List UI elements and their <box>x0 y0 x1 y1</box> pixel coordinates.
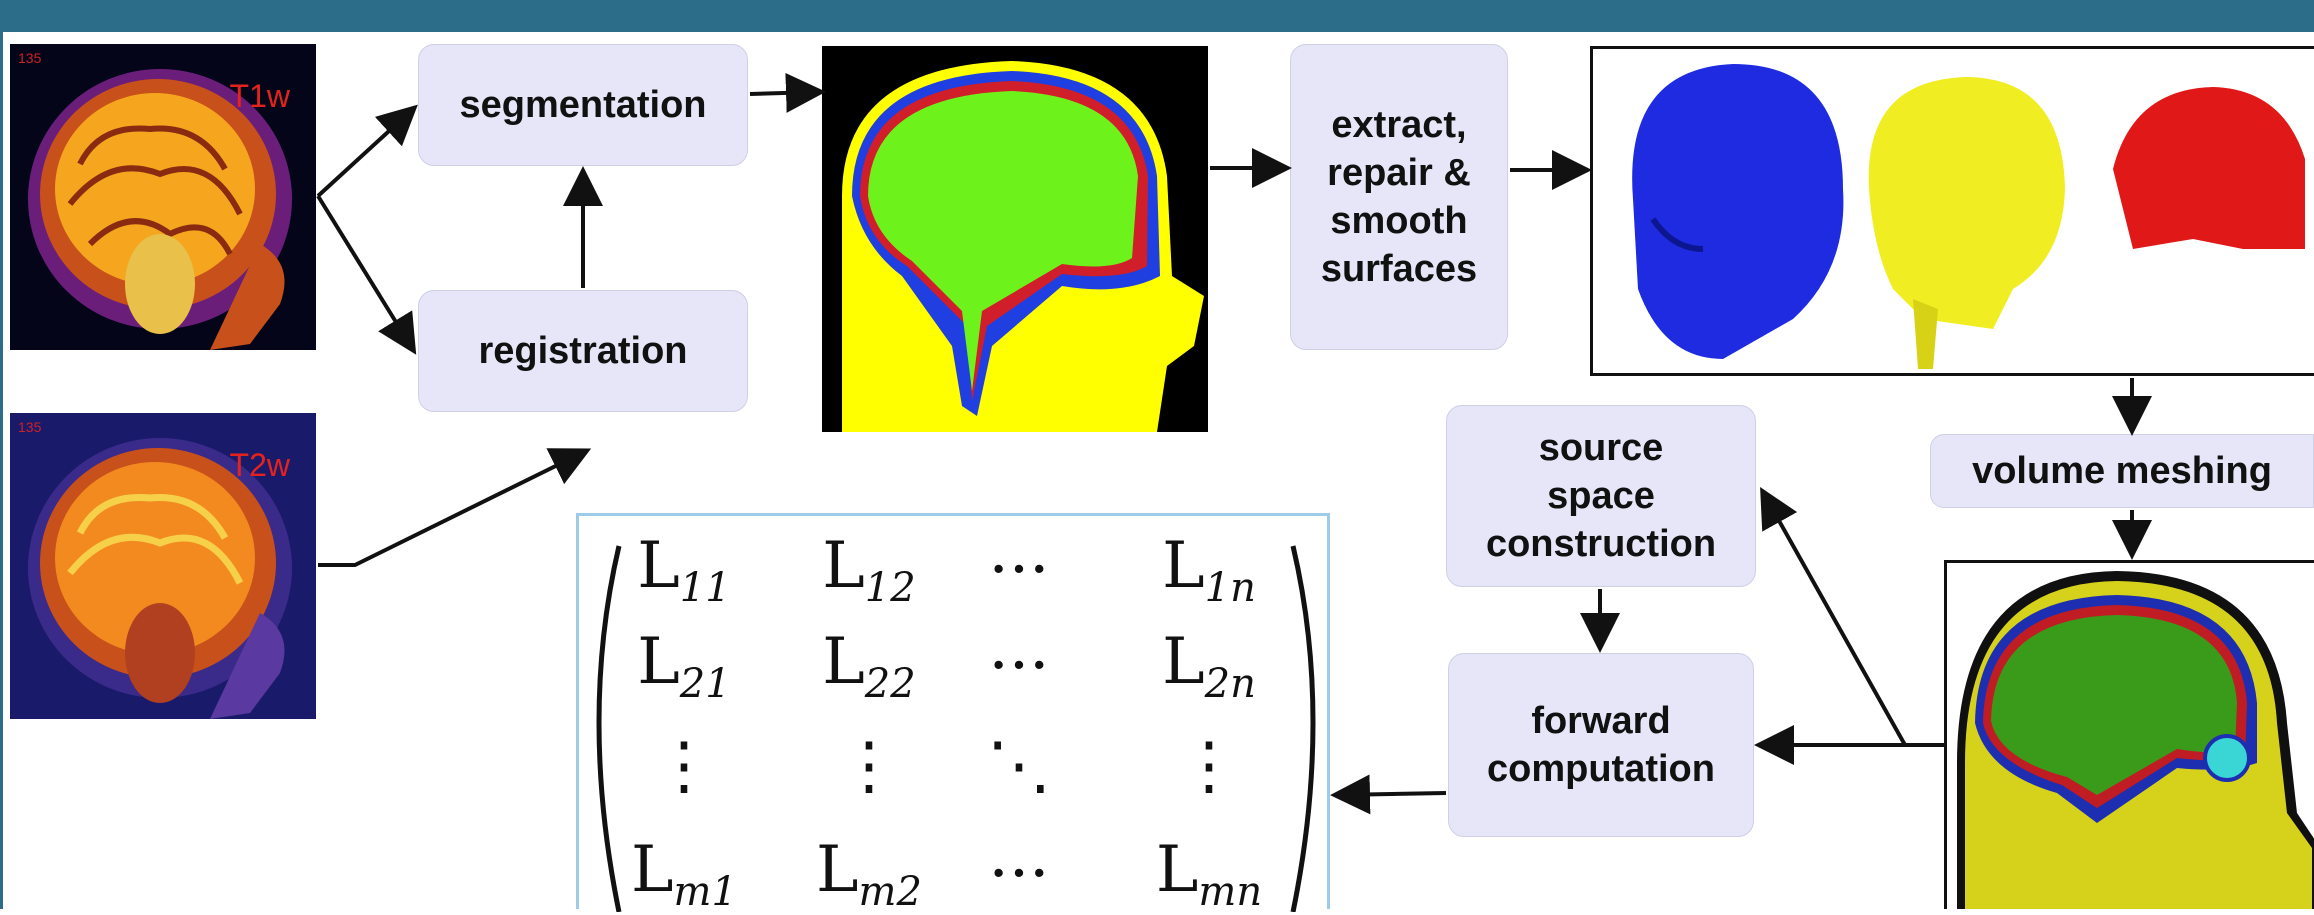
matrix-cell-subscript: 1n <box>1204 564 1256 611</box>
matrix-cell-base: ⋮ <box>652 729 716 803</box>
matrix-cell-r2-c2: L22 <box>822 625 915 707</box>
matrix-cell-base: L <box>822 625 865 700</box>
matrix-cell-r3-c2: ⋮ <box>837 729 901 803</box>
matrix-cell-r2-c3: ··· <box>988 629 1049 703</box>
segmentation-graphic <box>842 61 1204 432</box>
matrix-cell-r4-c2: Lm2 <box>816 833 922 915</box>
t2w-label: T2w <box>229 447 290 483</box>
t1w-label: T1w <box>229 78 290 114</box>
matrix-cell-r1-c1: L11 <box>637 529 730 611</box>
matrix-cell-base: ⋱ <box>987 729 1051 803</box>
matrix-cell-subscript: 2n <box>1204 660 1256 707</box>
matrix-cell-subscript: m1 <box>673 868 737 915</box>
matrix-cell-r2-c1: L21 <box>637 625 730 707</box>
source-space-label: source space construction <box>1486 424 1716 568</box>
matrix-cell-base: L <box>1162 625 1205 700</box>
arrow-t1w-to-registration <box>316 194 417 355</box>
matrix-cell-base: L <box>822 529 865 604</box>
extract-line-2: repair & <box>1327 152 1471 194</box>
matrix-cell-subscript: 22 <box>864 660 916 707</box>
t2w-mri-image: 135 T2w <box>10 413 316 719</box>
matrix-cell-base: L <box>1155 833 1199 908</box>
header-bar <box>0 0 2314 32</box>
matrix-cell-subscript: 12 <box>864 564 916 611</box>
extract-line-1: extract, <box>1331 104 1467 146</box>
matrix-cell-r4-c3: ··· <box>988 837 1049 911</box>
forward-label: forward computation <box>1487 697 1715 793</box>
segmentation-label: segmentation <box>459 84 707 126</box>
matrix-cell-base: L <box>637 529 680 604</box>
arrow-forward-to-matrix <box>1330 774 1447 815</box>
matrix-cell-r1-c3: ··· <box>988 533 1049 607</box>
forward-line-1: forward <box>1531 700 1671 742</box>
surfaces-graphic <box>1632 64 2305 369</box>
matrix-cell-base: L <box>637 625 680 700</box>
arrow-t1w-to-segmentation <box>316 104 418 198</box>
matrix-cell-base: L <box>816 833 859 908</box>
forward-computation-node: forward computation <box>1448 653 1754 837</box>
volume-meshing-node: volume meshing <box>1930 434 2314 508</box>
matrix-cell-base: ··· <box>988 837 1050 911</box>
matrix-cell-r4-c4: Lmn <box>1156 833 1262 915</box>
matrix-cell-subscript: 21 <box>679 660 731 707</box>
volume-mesh-image <box>1944 560 2314 909</box>
left-edge-bar <box>0 32 3 909</box>
surfaces-image <box>1590 46 2314 376</box>
t1w-slice-number: 135 <box>18 50 42 66</box>
matrix-cell-r3-c4: ⋮ <box>1177 729 1241 803</box>
segmented-head-image <box>822 46 1208 432</box>
matrix-cell-r3-c3: ⋱ <box>987 729 1051 803</box>
extract-repair-smooth-node: extract, repair & smooth surfaces <box>1290 44 1508 350</box>
matrix-cell-r3-c1: ⋮ <box>652 729 716 803</box>
t2w-slice-number: 135 <box>18 419 42 435</box>
volume-mesh-graphic <box>1957 571 2314 909</box>
matrix-cell-r2-c4: L2n <box>1162 625 1256 707</box>
matrix-cell-r1-c4: L1n <box>1162 529 1256 611</box>
source-line-3: construction <box>1485 523 1717 565</box>
matrix-cell-subscript: 11 <box>679 564 731 611</box>
matrix-cell-base: ⋮ <box>1177 729 1241 803</box>
matrix-cell-base: ⋮ <box>837 729 901 803</box>
matrix-cell-r1-c2: L12 <box>822 529 915 611</box>
matrix-cell-subscript: mn <box>1198 868 1263 915</box>
source-line-2: space <box>1547 475 1655 517</box>
matrix-cell-base: L <box>1162 529 1205 604</box>
t1w-brain-graphic <box>28 69 292 350</box>
arrow-segmentation-to-image <box>749 72 826 113</box>
extract-label: extract, repair & smooth surfaces <box>1321 101 1477 293</box>
matrix-brackets <box>596 545 1316 912</box>
arrow-mesh-to-source <box>1760 487 1907 746</box>
volume-meshing-label: volume meshing <box>1972 450 2272 492</box>
matrix-cell-subscript: m2 <box>858 868 922 915</box>
t1w-mri-image: 135 T1w <box>10 44 316 350</box>
matrix-cell-base: ··· <box>988 533 1050 607</box>
extract-line-3: smooth <box>1330 200 1468 242</box>
arrow-t2w-to-registration <box>318 448 592 567</box>
matrix-cell-base: ··· <box>988 629 1050 703</box>
matrix-cell-base: L <box>631 833 674 908</box>
source-space-construction-node: source space construction <box>1446 405 1756 587</box>
source-line-1: source <box>1538 427 1664 469</box>
forward-line-2: computation <box>1487 748 1715 790</box>
segmentation-node: segmentation <box>418 44 748 166</box>
extract-line-4: surfaces <box>1320 248 1478 290</box>
registration-node: registration <box>418 290 748 412</box>
t2w-brain-graphic <box>10 413 316 719</box>
registration-label: registration <box>478 330 688 372</box>
matrix-cell-r4-c1: Lm1 <box>631 833 737 915</box>
